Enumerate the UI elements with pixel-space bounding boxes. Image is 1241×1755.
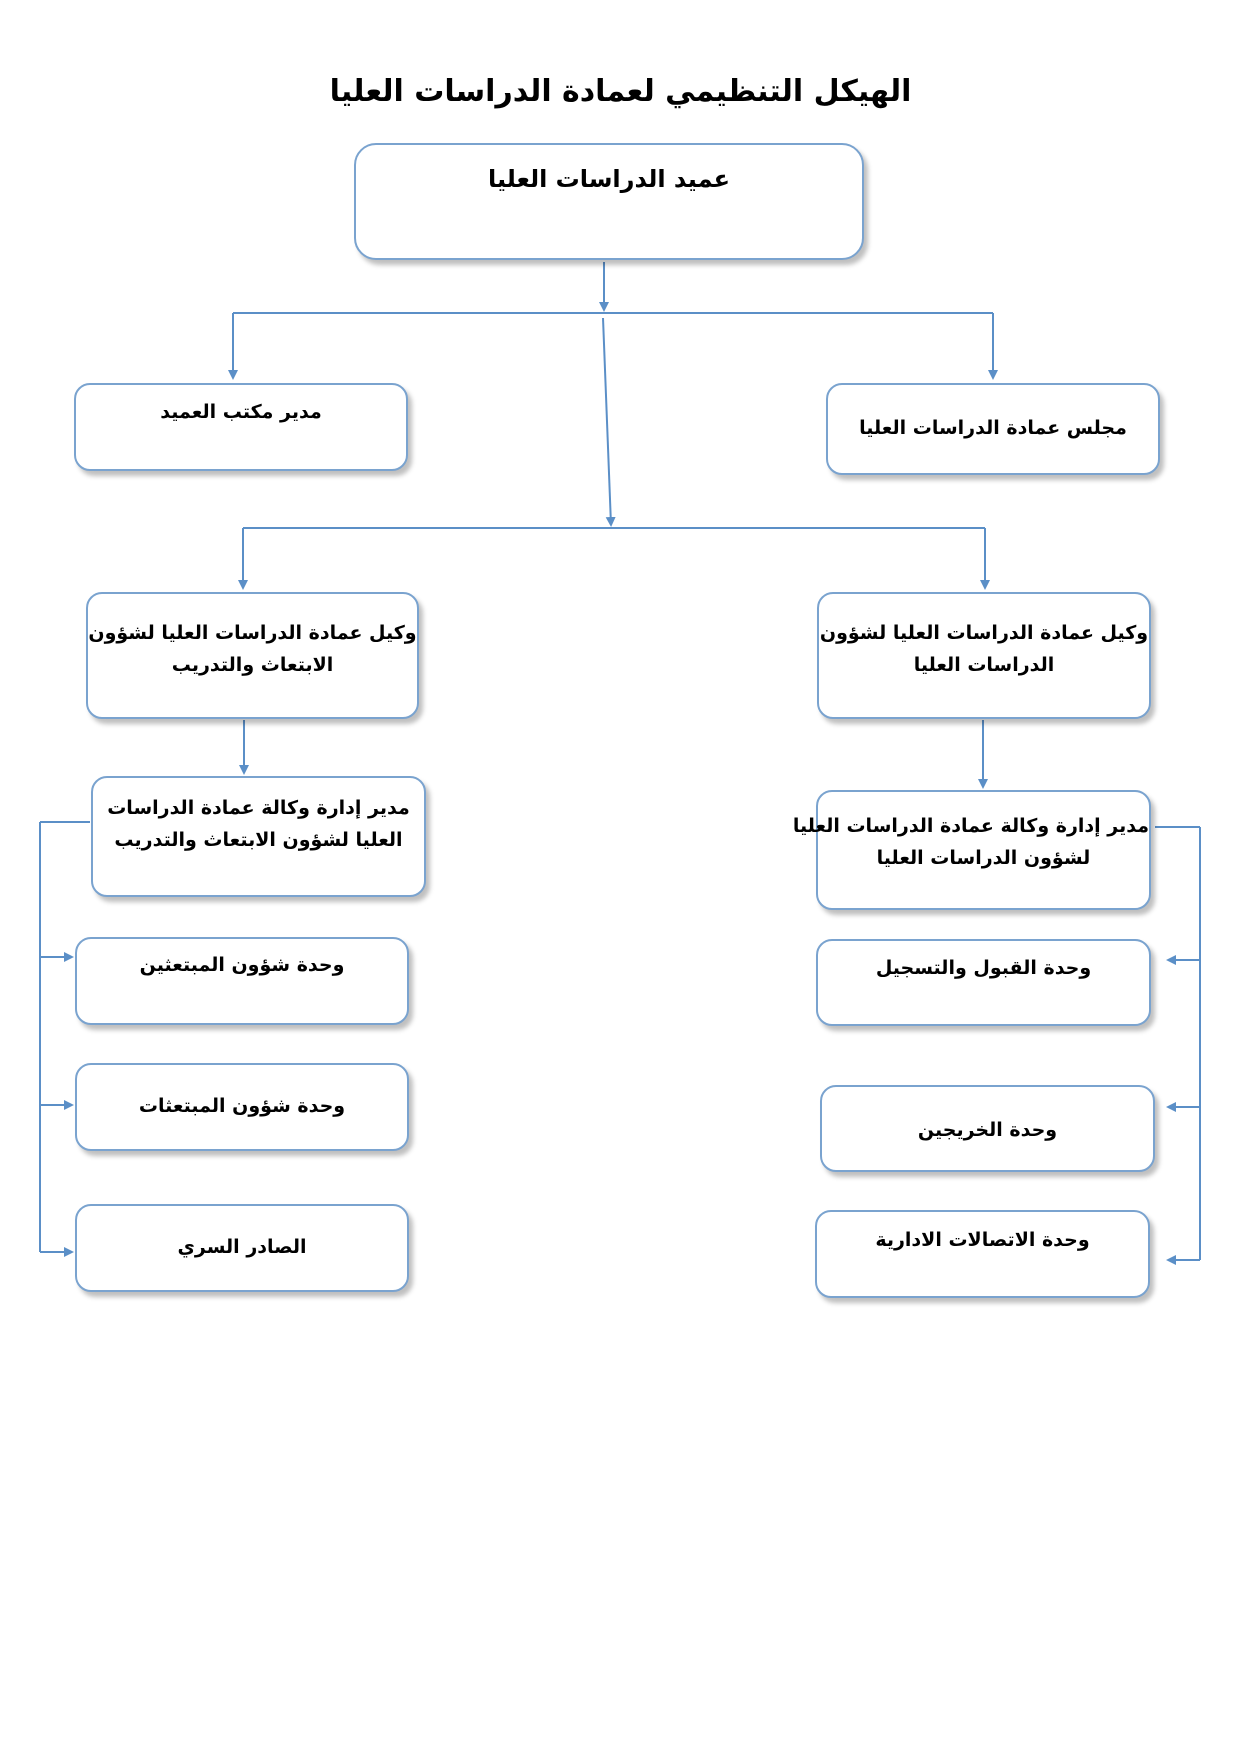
unit-graduates-label: وحدة الخريجين bbox=[917, 1119, 1058, 1141]
dean-label: عميد الدراسات العليا bbox=[487, 165, 731, 193]
unit-scholars-male-label: وحدة شؤون المبتعثين bbox=[139, 954, 345, 976]
dean-box: عميد الدراسات العليا bbox=[354, 143, 864, 260]
confidential-outgoing-label: الصادر السري bbox=[177, 1236, 307, 1258]
connector-dean-to-vice bbox=[602, 317, 616, 527]
vice-dean-graduate-box: وكيل عمادة الدراسات العليا لشؤون الدراسا… bbox=[817, 592, 1151, 719]
manager-scholarship-box: مدير إدارة وكالة عمادة الدراسات العليا ل… bbox=[91, 776, 426, 897]
unit-scholars-female-box: وحدة شؤون المبتعثات bbox=[75, 1063, 409, 1151]
vice-dean-scholarship-line-1: وكيل عمادة الدراسات العليا لشؤون bbox=[88, 622, 417, 644]
manager-graduate-box: مدير إدارة وكالة عمادة الدراسات العليا ل… bbox=[792, 790, 1151, 910]
unit-admin-comms-box: وحدة الاتصالات الادارية bbox=[815, 1210, 1150, 1298]
council-box: مجلس عمادة الدراسات العليا bbox=[826, 383, 1160, 475]
confidential-outgoing-box: الصادر السري bbox=[75, 1204, 409, 1292]
dean-office-manager-box: مدير مكتب العميد bbox=[74, 383, 408, 471]
manager-graduate-line-1: مدير إدارة وكالة عمادة الدراسات العليا bbox=[792, 815, 1149, 837]
unit-graduates-box: وحدة الخريجين bbox=[820, 1085, 1155, 1172]
vice-dean-graduate-line-1: وكيل عمادة الدراسات العليا لشؤون bbox=[819, 622, 1149, 644]
unit-admission-label: وحدة القبول والتسجيل bbox=[875, 957, 1092, 979]
unit-admin-comms-label: وحدة الاتصالات الادارية bbox=[875, 1229, 1090, 1251]
council-label: مجلس عمادة الدراسات العليا bbox=[859, 417, 1127, 439]
unit-scholars-male-box: وحدة شؤون المبتعثين bbox=[75, 937, 409, 1025]
manager-scholarship-line-1: مدير إدارة وكالة عمادة الدراسات bbox=[107, 797, 410, 819]
dean-office-manager-label: مدير مكتب العميد bbox=[160, 401, 322, 423]
vice-dean-scholarship-line-2: الابتعاث والتدريب bbox=[171, 654, 334, 676]
manager-scholarship-line-2: العليا لشؤون الابتعاث والتدريب bbox=[114, 829, 403, 851]
chart-title: الهيكل التنظيمي لعمادة الدراسات العليا bbox=[329, 74, 912, 109]
unit-admission-box: وحدة القبول والتسجيل bbox=[816, 939, 1151, 1026]
unit-scholars-female-label: وحدة شؤون المبتعثات bbox=[138, 1095, 346, 1117]
vice-dean-scholarship-box: وكيل عمادة الدراسات العليا لشؤون الابتعا… bbox=[86, 592, 419, 719]
manager-graduate-line-2: لشؤون الدراسات العليا bbox=[876, 847, 1091, 869]
vice-dean-graduate-line-2: الدراسات العليا bbox=[913, 654, 1055, 676]
